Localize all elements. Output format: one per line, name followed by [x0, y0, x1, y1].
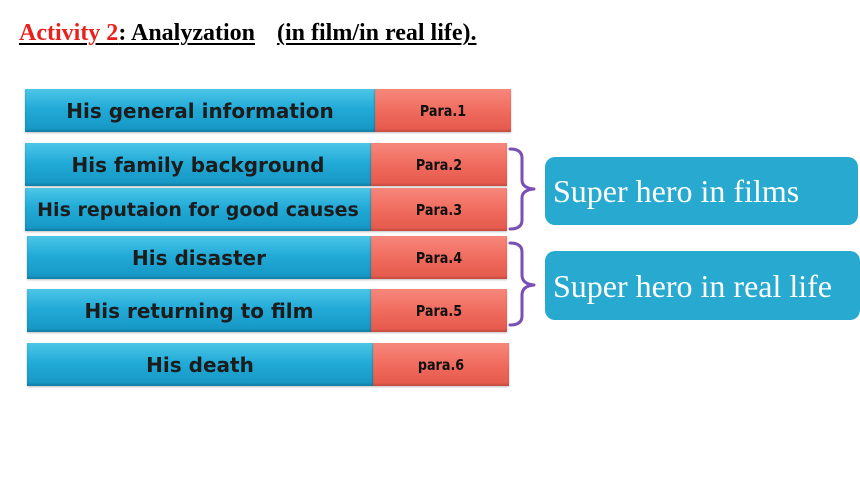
row-label: His general information	[25, 89, 375, 132]
activity-label: Activity 2	[19, 20, 119, 46]
paragraph-row: His returning to film Para.5	[27, 289, 531, 332]
row-label: His disaster	[27, 236, 371, 279]
paragraph-row: His disaster Para.4	[27, 236, 531, 279]
para-tag: Para.1	[375, 89, 511, 132]
paragraph-row: His general information Para.1	[25, 89, 535, 132]
paragraph-row: His death para.6	[27, 343, 533, 386]
row-label: His returning to film	[27, 289, 371, 332]
para-tag: Para.4	[371, 236, 507, 279]
row-label: His reputaion for good causes	[25, 188, 371, 231]
para-tag: Para.3	[371, 188, 507, 231]
row-label: His family background	[25, 143, 371, 186]
page-title: Activity 2: Analyzation (in film/in real …	[19, 18, 477, 48]
group-label-films: Super hero in films	[545, 157, 858, 225]
para-tag: para.6	[373, 343, 509, 386]
right-brace-icon	[508, 147, 536, 231]
row-label: His death	[27, 343, 373, 386]
right-brace-icon	[508, 241, 536, 327]
para-tag: Para.2	[371, 143, 507, 186]
paragraph-row: His reputaion for good causes Para.3	[25, 188, 531, 231]
title-scope: (in film/in real life).	[277, 20, 477, 46]
para-tag: Para.5	[371, 289, 507, 332]
title-text: : Analyzation	[118, 20, 255, 46]
paragraph-row: His family background Para.2	[25, 143, 531, 186]
group-label-real-life: Super hero in real life	[545, 251, 860, 320]
